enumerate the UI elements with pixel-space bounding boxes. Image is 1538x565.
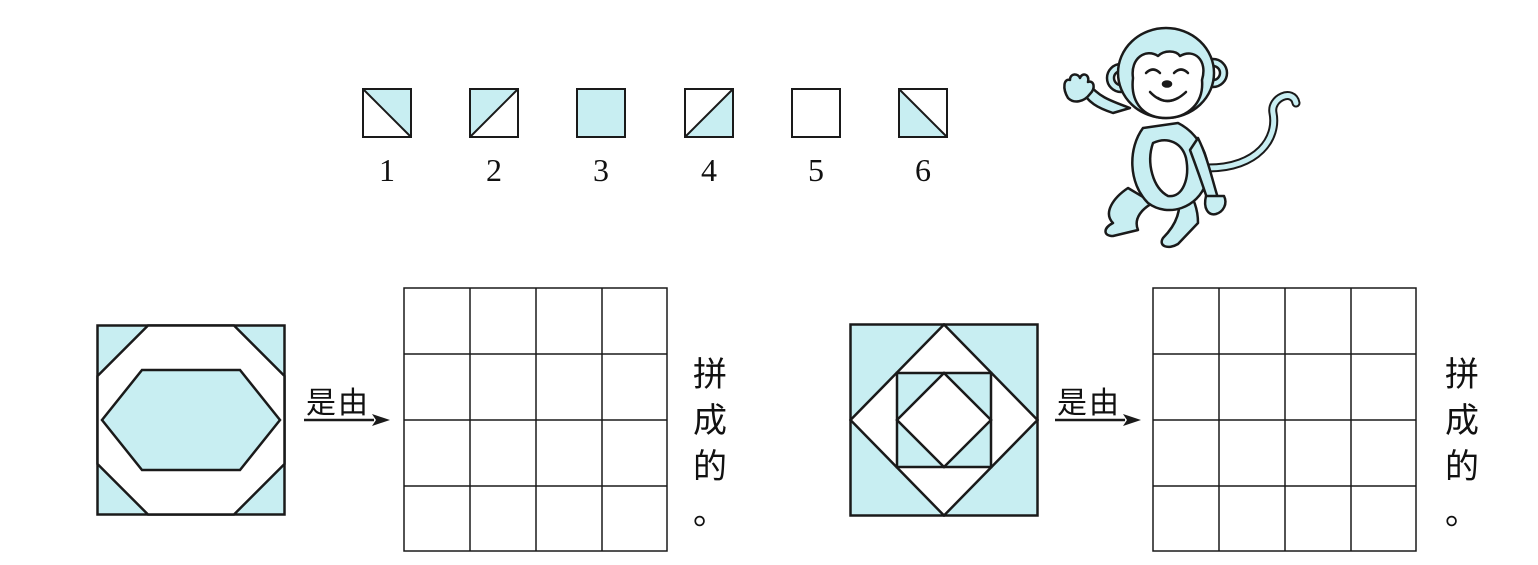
arrow-label-2: 是由 bbox=[1057, 386, 1121, 421]
tile-5-number: 5 bbox=[808, 152, 824, 188]
tile-4 bbox=[684, 88, 734, 138]
arrow-right-icon bbox=[304, 412, 390, 432]
tile-1 bbox=[362, 88, 412, 138]
nested-diamond-pattern bbox=[848, 322, 1040, 521]
trailing-text-2: 拼 成 的 。 bbox=[1445, 355, 1479, 533]
hexagon-pattern bbox=[96, 324, 286, 520]
tile-3 bbox=[576, 88, 626, 138]
trailing-text-1: 拼 成 的 。 bbox=[693, 355, 727, 533]
arrow-right-icon bbox=[1055, 412, 1141, 432]
tile-6-number: 6 bbox=[915, 152, 931, 188]
tile-2 bbox=[469, 88, 519, 138]
answer-grid-1[interactable] bbox=[403, 287, 668, 552]
tile-6 bbox=[898, 88, 948, 138]
tile-1-number: 1 bbox=[379, 152, 395, 188]
tile-2-number: 2 bbox=[486, 152, 502, 188]
arrow-label-1: 是由 bbox=[306, 386, 370, 421]
monkey-waving-icon bbox=[1058, 18, 1308, 257]
answer-grid-2[interactable] bbox=[1152, 287, 1417, 552]
tile-4-number: 4 bbox=[701, 152, 717, 188]
tile-3-number: 3 bbox=[593, 152, 609, 188]
tile-5 bbox=[791, 88, 841, 138]
